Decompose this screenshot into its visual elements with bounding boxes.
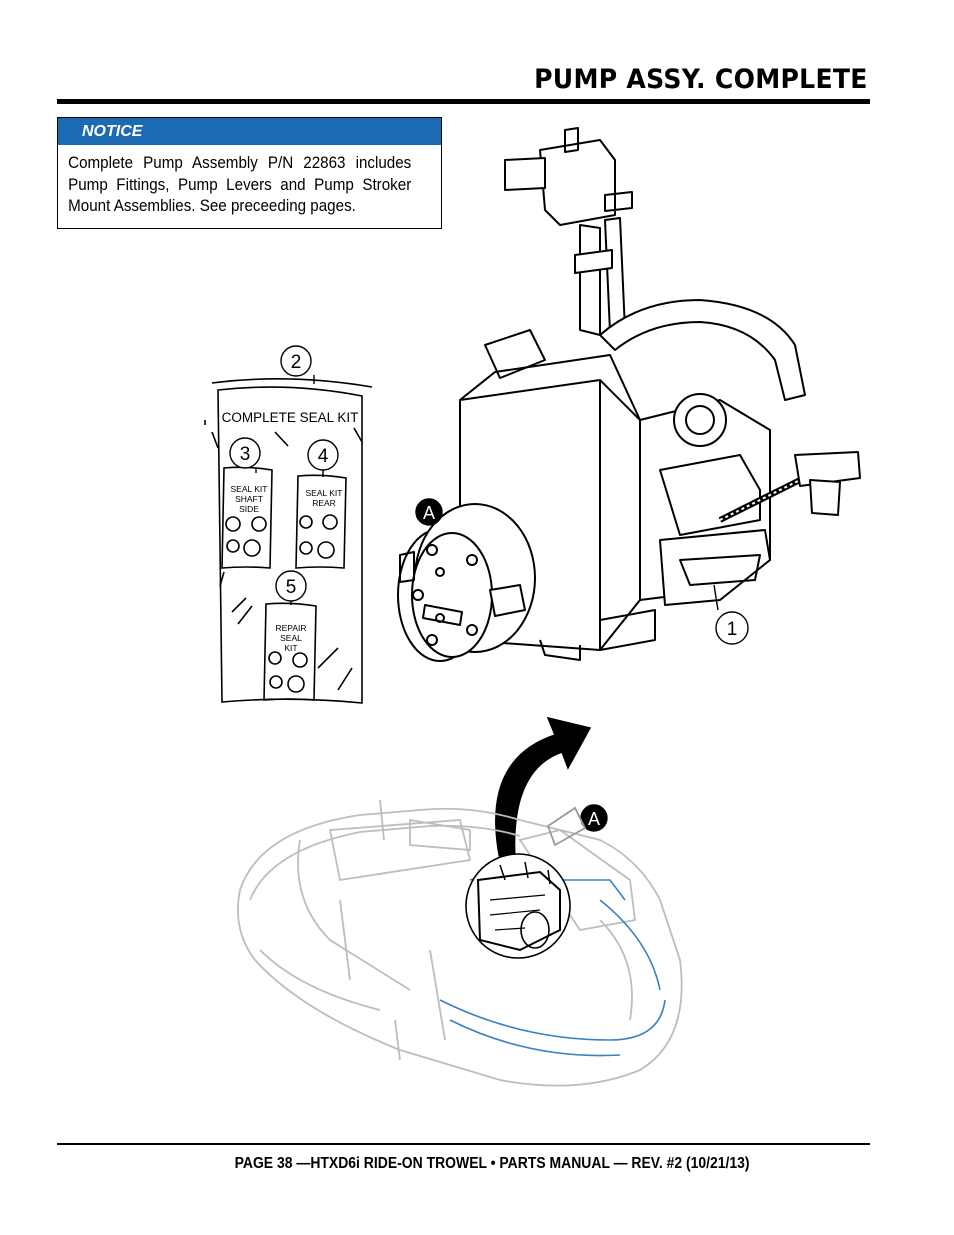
seal-kit-rear-pack xyxy=(295,474,347,569)
rear-label-1: SEAL KIT xyxy=(305,488,342,498)
repair-label-1: REPAIR xyxy=(275,623,306,633)
callout-4-circle xyxy=(307,439,339,471)
seal-kit-labels: COMPLETE SEAL KIT SEAL KIT SHAFT SIDE SE… xyxy=(222,410,359,653)
callout-3-circle xyxy=(229,437,261,469)
pump-assembly-illustration xyxy=(397,127,861,662)
callout-2: 2 xyxy=(291,352,302,373)
seal-kit-title: COMPLETE SEAL KIT xyxy=(222,410,359,425)
detail-a-top-circle xyxy=(415,498,443,526)
repair-seal-kit-pack xyxy=(263,602,317,701)
callout-1: 1 xyxy=(727,619,738,640)
callout-numbers: 2 3 4 5 1 A A xyxy=(240,352,738,829)
notice-box: NOTICE Complete Pump Assembly P/N 22863 … xyxy=(57,117,442,229)
trowel-machine-illustration xyxy=(237,799,683,1087)
detail-a-pump-location xyxy=(465,853,571,959)
detail-arrow xyxy=(495,716,592,861)
notice-label: NOTICE xyxy=(58,118,441,145)
shaft-side-label-2: SHAFT xyxy=(235,494,263,504)
detail-a-top: A xyxy=(423,503,435,523)
callout-5-circle xyxy=(275,570,307,602)
callout-3: 3 xyxy=(240,444,251,465)
notice-text: Complete Pump Assembly P/N 22863 include… xyxy=(68,154,412,215)
page-title: PUMP ASSY. COMPLETE xyxy=(534,64,868,95)
callout-5: 5 xyxy=(286,577,297,598)
repair-label-2: SEAL xyxy=(280,633,302,643)
shaft-side-label-3: SIDE xyxy=(239,504,259,514)
footer-text: PAGE 38 —HTXD6i RIDE-ON TROWEL • PARTS M… xyxy=(234,1155,750,1172)
footer-rule xyxy=(57,1143,870,1145)
callout-2-circle xyxy=(280,345,312,377)
detail-a-bottom: A xyxy=(588,809,600,829)
seal-kit-bag xyxy=(204,378,373,704)
shaft-side-label-1: SEAL KIT xyxy=(230,484,267,494)
page-footer: PAGE 38 —HTXD6i RIDE-ON TROWEL • PARTS M… xyxy=(0,1155,954,1173)
callouts xyxy=(229,345,749,832)
rear-label-2: REAR xyxy=(312,498,336,508)
header-rule xyxy=(57,99,870,104)
callout-1-circle xyxy=(715,611,749,645)
callout-4: 4 xyxy=(318,446,329,467)
repair-label-3: KIT xyxy=(284,643,297,653)
